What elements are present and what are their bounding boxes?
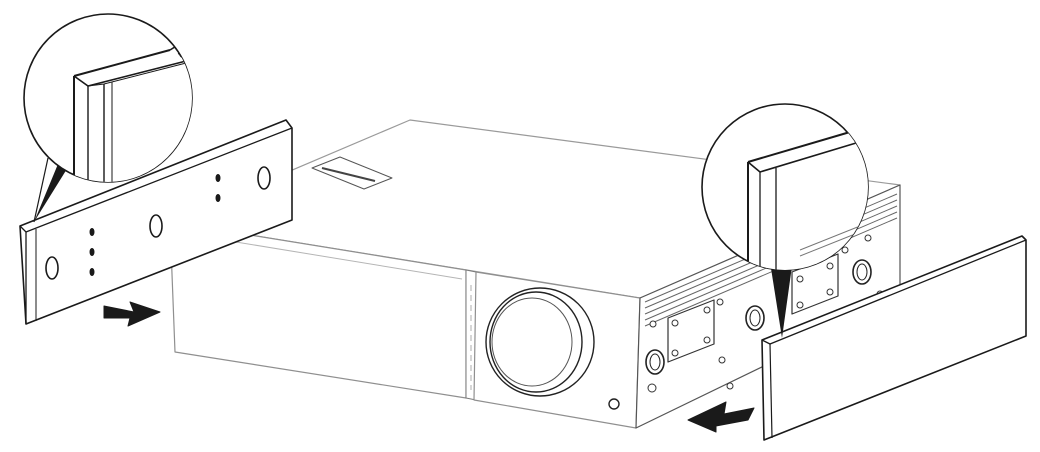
right-rack-ear	[761, 235, 1027, 441]
callout-pointer	[34, 164, 70, 222]
rack-ear-mount-hole	[149, 214, 163, 238]
side-screw-hole	[852, 259, 872, 285]
left-insert-arrow	[103, 301, 161, 327]
callout-pointer	[770, 262, 792, 338]
power-led	[608, 398, 620, 410]
rack-ear-screw-hole	[215, 194, 221, 202]
side-screw-hole	[645, 349, 665, 375]
rack-ear-mount-hole	[257, 166, 271, 190]
rack-ear-screw-hole	[215, 174, 221, 182]
rack-ear-screw-hole	[89, 248, 95, 256]
rack-ear-screw-hole	[89, 228, 95, 236]
right-insert-arrow	[687, 401, 755, 433]
label-plate-text-mark	[321, 167, 376, 182]
rack-ear-screw-hole	[89, 268, 95, 276]
right-detail-callout	[701, 103, 869, 338]
volume-knob[interactable]	[485, 287, 595, 397]
rack-ear-mount-hole	[45, 256, 59, 280]
side-mount-plate-left	[667, 299, 715, 363]
left-rack-ear	[19, 119, 293, 325]
side-screw-hole	[745, 305, 765, 331]
